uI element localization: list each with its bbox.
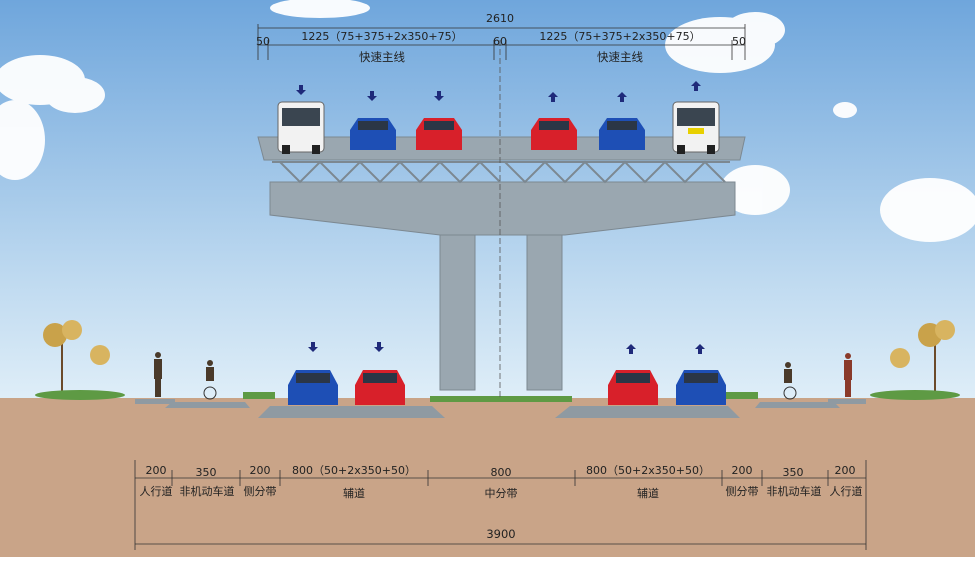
bridge-car-blue-left <box>350 118 396 150</box>
pedestrian-left <box>154 352 162 397</box>
section-name: 人行道 <box>829 485 863 498</box>
bottom-total-width: 3900 <box>486 527 516 541</box>
section-name: 非机动车道 <box>766 485 822 498</box>
road-surfaces <box>135 399 866 418</box>
section-name: 侧分带 <box>243 485 277 498</box>
top-median: 60 <box>493 35 507 48</box>
bridge-car-red-left <box>416 118 462 150</box>
median-grass <box>430 396 572 402</box>
section-dim: 800（50+2x350+50） <box>586 464 710 477</box>
section-name: 侧分带 <box>725 485 759 498</box>
top-total-width: 2610 <box>486 12 514 25</box>
top-right-name: 快速主线 <box>597 50 643 64</box>
ground <box>0 398 975 557</box>
section-name: 中分带 <box>484 487 518 500</box>
section-name: 辅道 <box>637 487 659 500</box>
tree-right <box>870 320 960 400</box>
bridge-car-red-right <box>531 118 577 150</box>
section-name: 辅道 <box>343 487 365 500</box>
section-dim: 200 <box>145 464 167 477</box>
bridge-bus-left <box>277 101 325 154</box>
ground-car-blue-right <box>676 370 726 405</box>
section-dim: 800 <box>490 466 512 479</box>
pedestrian-right <box>844 353 852 397</box>
bridge-car-blue-right <box>599 118 645 150</box>
tree-left <box>35 320 125 400</box>
ground-car-red-right <box>608 370 658 405</box>
bottom-dimension-lines <box>134 460 867 550</box>
top-left-name: 快速主线 <box>359 50 405 64</box>
section-dim: 350 <box>195 466 217 479</box>
section-dim: 200 <box>731 464 753 477</box>
cyclist-right <box>783 362 797 400</box>
top-left-edge: 50 <box>256 35 270 48</box>
section-dim: 800（50+2x350+50） <box>292 464 416 477</box>
top-dimension-lines <box>257 24 746 60</box>
cyclist-left <box>203 360 217 400</box>
viaduct-truss <box>272 160 730 184</box>
clouds <box>0 0 975 242</box>
section-name: 人行道 <box>139 485 173 498</box>
ground-car-red-left <box>355 370 405 405</box>
top-right-edge: 50 <box>732 35 746 48</box>
section-name: 非机动车道 <box>179 485 235 498</box>
top-left-dim: 1225（75+375+2x350+75） <box>301 30 463 43</box>
top-right-dim: 1225（75+375+2x350+75） <box>539 30 701 43</box>
bridge-bus-right <box>672 101 720 154</box>
section-dim: 350 <box>782 466 804 479</box>
ground-car-blue-left <box>288 370 338 405</box>
section-dim: 200 <box>834 464 856 477</box>
section-dim: 200 <box>249 464 271 477</box>
